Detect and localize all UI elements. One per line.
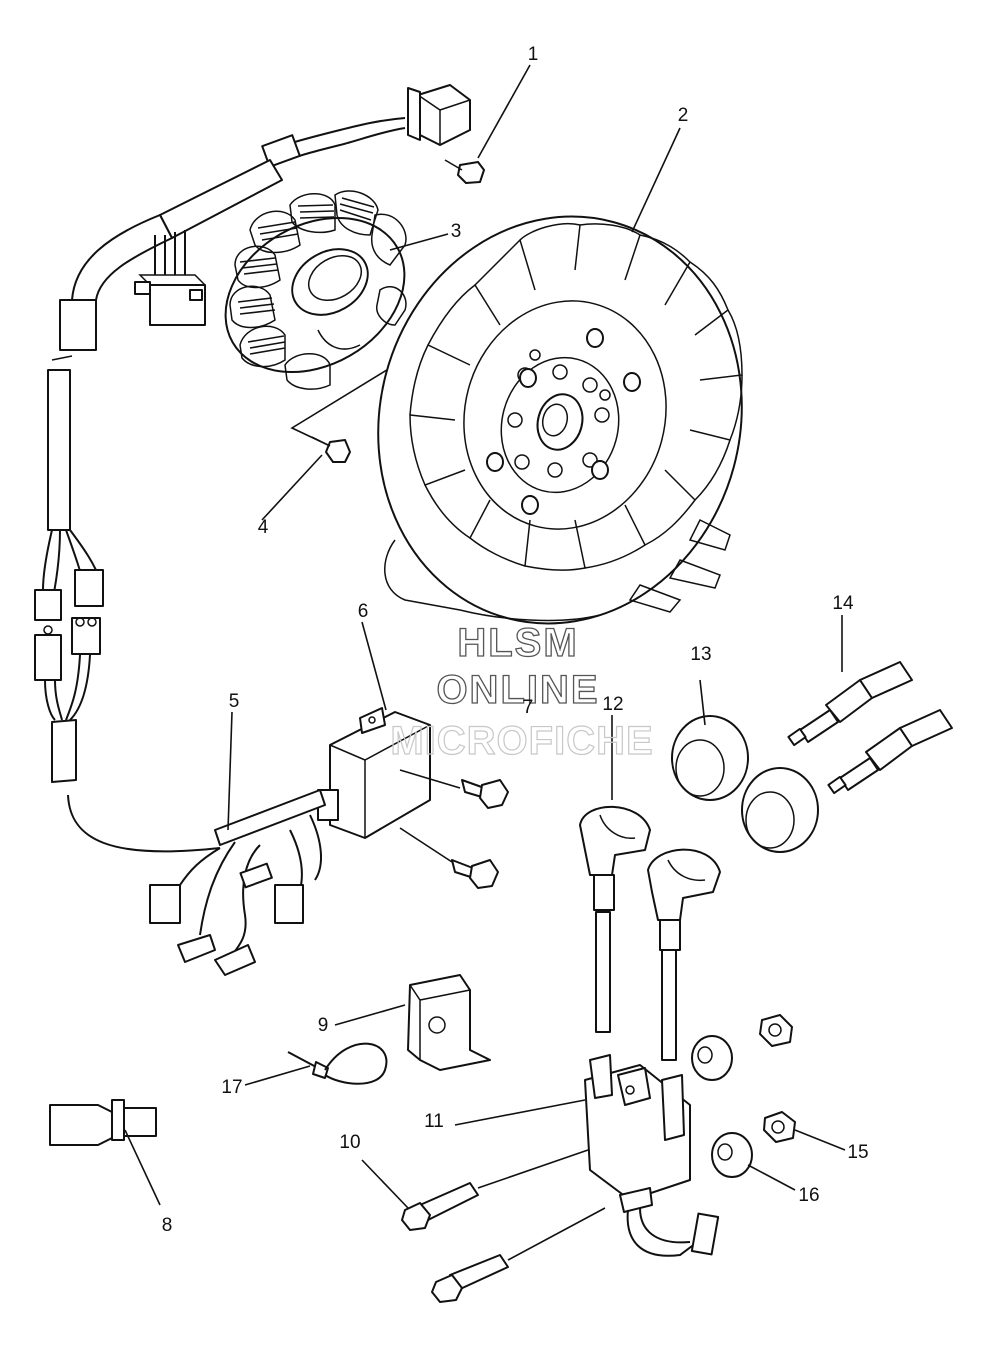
callout-11: 11 — [424, 1111, 444, 1132]
watermark-line-2: ONLINE — [436, 668, 599, 712]
callout-10: 10 — [339, 1132, 360, 1153]
callout-5: 5 — [229, 691, 240, 712]
part-11-ignition-coil — [454, 1054, 720, 1257]
callout-15: 15 — [847, 1142, 868, 1163]
part-13-grommets — [671, 679, 819, 853]
callout-16: 16 — [798, 1185, 819, 1206]
callout-1: 1 — [528, 44, 539, 65]
callout-6: 6 — [358, 601, 369, 622]
callout-4: 4 — [258, 517, 269, 538]
callout-8: 8 — [162, 1215, 173, 1236]
callout-numbers: 1 2 3 4 5 6 7 8 9 10 11 12 13 14 15 16 1… — [162, 44, 869, 1236]
callout-12: 12 — [602, 694, 623, 715]
part-10-bolts — [361, 1149, 606, 1303]
watermark: HLSM ONLINE MICROFICHE — [390, 620, 654, 763]
watermark-line-3: MICROFICHE — [390, 719, 653, 763]
callout-9: 9 — [318, 1015, 329, 1036]
part-6-cdi-unit — [317, 707, 431, 839]
part-9-bracket — [334, 974, 491, 1071]
part-5-cdi-harness — [149, 789, 326, 976]
watermark-line-1: HLSM — [457, 621, 578, 665]
callout-leaders — [227, 64, 681, 831]
part-1-pickup-sensor — [407, 84, 485, 184]
part-16-washers — [691, 1035, 796, 1191]
part-8-connector — [49, 1099, 161, 1206]
part-14-spark-plugs — [787, 615, 953, 795]
callout-13: 13 — [690, 644, 711, 665]
part-15-nuts — [759, 1014, 846, 1151]
part-7-bolts — [399, 769, 509, 889]
stator-wiring-harness — [34, 117, 406, 853]
part-12-spark-plug-caps — [579, 805, 721, 1061]
part-3-stator — [224, 190, 407, 446]
part-17-cable-tie — [244, 1042, 388, 1086]
callout-7: 7 — [523, 697, 534, 718]
callout-14: 14 — [832, 593, 854, 614]
callout-2: 2 — [678, 105, 689, 126]
part-2-flywheel — [377, 215, 743, 625]
part-4-screw — [311, 436, 351, 463]
callout-17: 17 — [221, 1077, 242, 1098]
callout-3: 3 — [451, 221, 462, 242]
